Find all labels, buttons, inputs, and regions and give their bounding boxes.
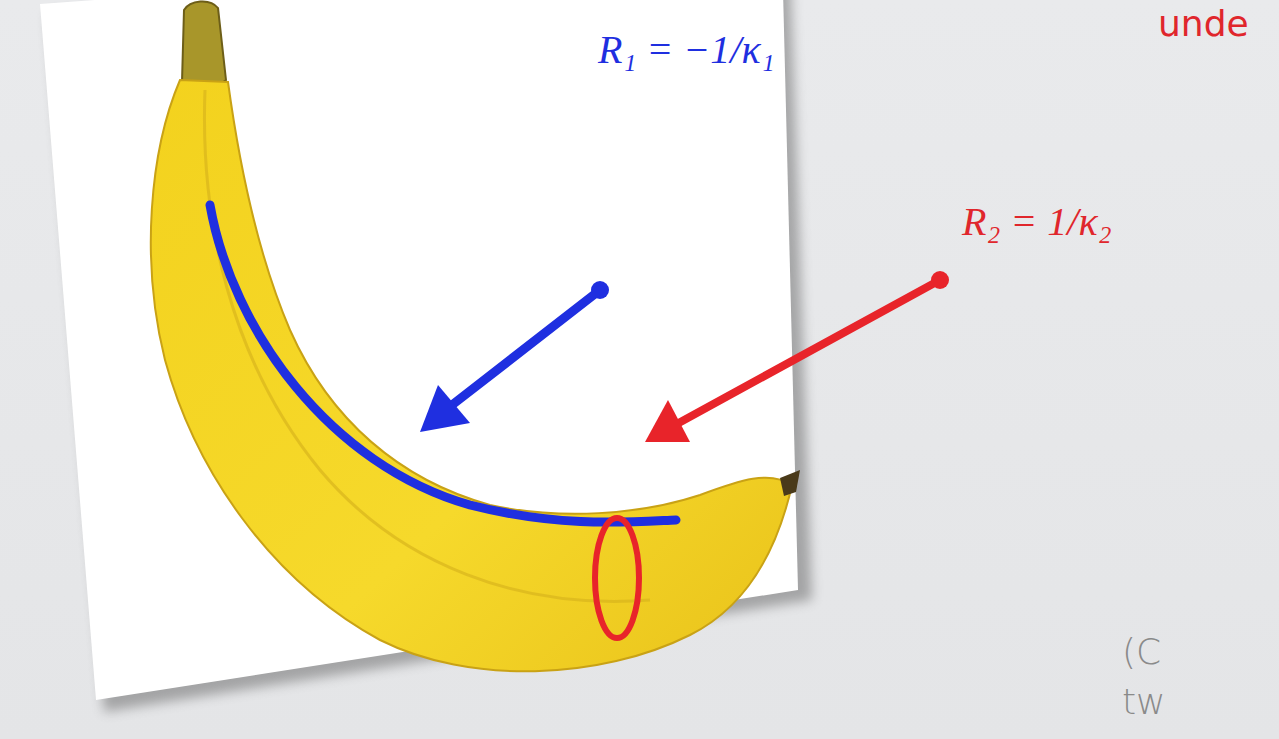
curvature-label: R₁ = −1/κ₁ <box>598 28 775 72</box>
heading-fragment: unde <box>1158 4 1249 44</box>
cross-section-ring <box>595 518 639 638</box>
leader-arrowhead <box>645 400 690 442</box>
leader-arrowhead <box>420 385 470 432</box>
leader-line <box>675 280 940 425</box>
banana-tip <box>780 470 800 496</box>
curvature-line <box>210 205 676 522</box>
note-fragment: (C <box>1122 632 1161 672</box>
curvature-label: R₂ = 1/κ₂ <box>962 200 1112 244</box>
photo-card <box>40 0 798 700</box>
banana-body <box>151 80 792 671</box>
banana-stem <box>182 1 226 87</box>
note-fragment: tw <box>1122 682 1166 722</box>
leader-line <box>452 290 600 405</box>
